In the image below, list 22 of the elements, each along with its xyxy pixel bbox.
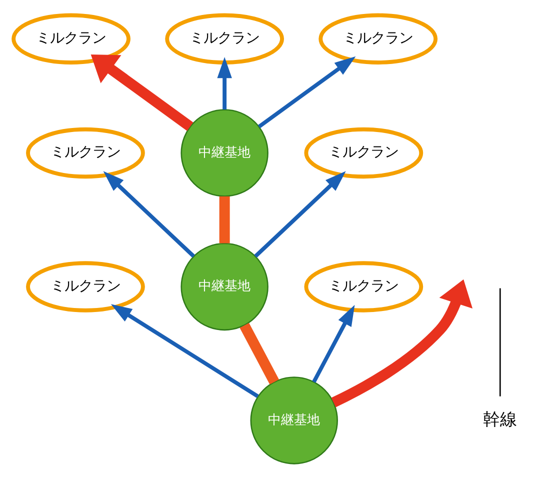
node-circle: 中継基地 [180, 242, 268, 331]
node-ellipse: ミルクラン [304, 127, 424, 179]
connector [499, 288, 501, 396]
node-ellipse: ミルクラン [165, 13, 284, 64]
arrow [217, 57, 232, 110]
node-circle: 中継基地 [180, 109, 268, 197]
node-text: 幹線 [483, 410, 518, 430]
arrow [258, 56, 356, 128]
arrow [90, 54, 194, 131]
node-ellipse: ミルクラン [26, 261, 145, 312]
arrow [331, 279, 473, 408]
arrow [312, 304, 355, 383]
arrow [254, 171, 346, 258]
node-ellipse: ミルクラン [318, 13, 438, 64]
connector [240, 322, 279, 384]
node-circle: 中継基地 [250, 376, 338, 464]
connector [219, 196, 230, 244]
node-ellipse: ミルクラン [304, 261, 424, 312]
arrow [103, 171, 196, 258]
node-ellipse: ミルクラン [26, 127, 145, 179]
node-ellipse: ミルクラン [12, 13, 130, 64]
arrow [110, 304, 259, 398]
